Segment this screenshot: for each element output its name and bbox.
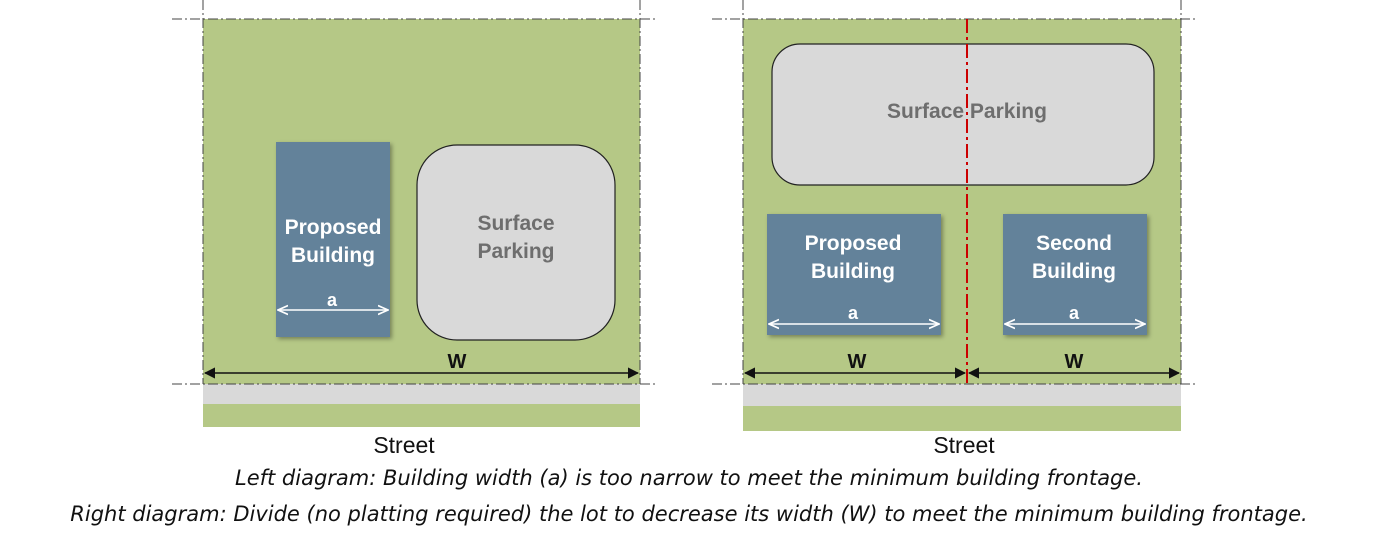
right-street-verge: [743, 406, 1181, 431]
caption-left-diagram: Left diagram: Building width (a) is too …: [235, 466, 1143, 490]
left-surface-parking: [416, 144, 616, 341]
caption-right-diagram: Right diagram: Divide (no platting requi…: [70, 502, 1308, 526]
left-street-verge: [203, 404, 640, 427]
right-surface-parking: [771, 43, 1155, 186]
left-street-pavement: [203, 384, 640, 404]
right-diagram: Surface Parking Proposed Building a Seco…: [712, 0, 1198, 458]
right-second-building: [1003, 214, 1147, 335]
left-building-label-1: Proposed: [285, 216, 382, 239]
left-parking-label-2: Parking: [477, 240, 554, 263]
right-building-2-dimension-a-label: a: [1069, 303, 1080, 323]
right-lot-width-1-label: W: [848, 351, 867, 373]
left-lot-lines: [172, 0, 658, 385]
right-building-1-label-2: Building: [811, 260, 895, 283]
left-proposed-building: [276, 142, 390, 337]
left-lot-width-label: W: [448, 351, 467, 373]
right-street-pavement: [743, 384, 1181, 406]
right-building-1-label-1: Proposed: [805, 232, 902, 255]
right-parking-label: Surface Parking: [887, 100, 1047, 123]
right-building-2-label-1: Second: [1036, 232, 1112, 255]
left-parking-label-1: Surface: [477, 212, 554, 235]
left-dimension-a-label: a: [327, 290, 338, 310]
left-diagram: Proposed Building a Surface Parking W St…: [172, 0, 658, 458]
left-building-label-2: Building: [291, 244, 375, 267]
right-lot-width-2-label: W: [1065, 351, 1084, 373]
right-proposed-building: [767, 214, 941, 335]
left-street-label: Street: [373, 432, 435, 458]
right-building-2-label-2: Building: [1032, 260, 1116, 283]
right-lot-lines: [712, 0, 1198, 385]
right-building-1-dimension-a-label: a: [848, 303, 859, 323]
right-street-label: Street: [933, 432, 995, 458]
